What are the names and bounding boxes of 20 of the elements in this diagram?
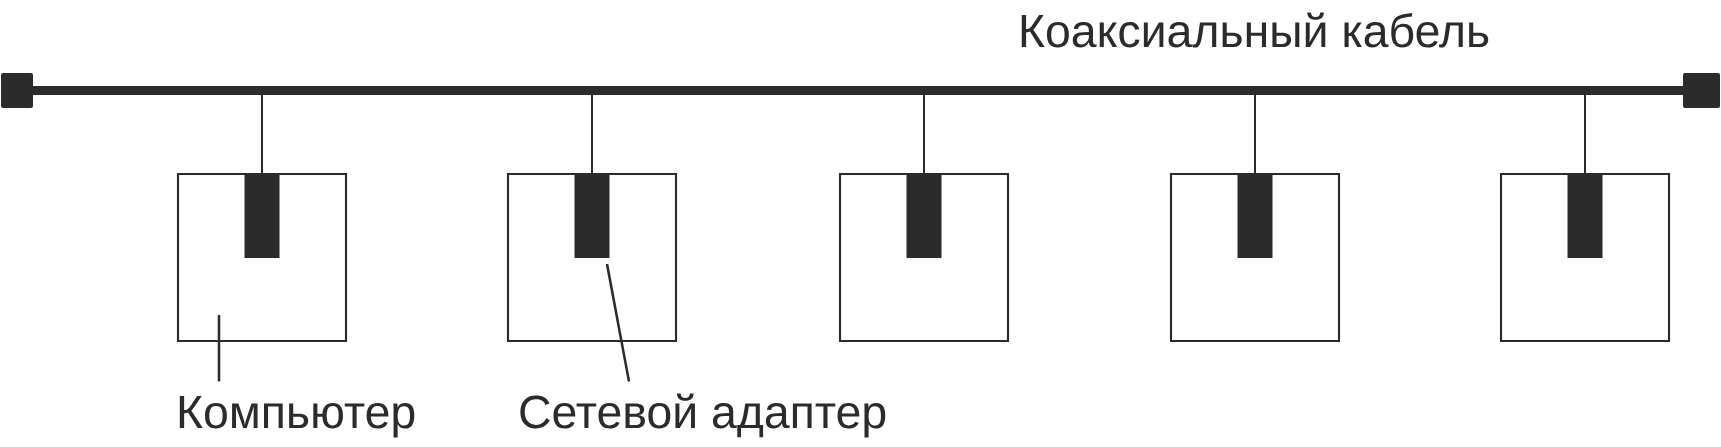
network-adapter [574, 174, 610, 258]
drop-cable [261, 94, 263, 175]
network-adapter [1237, 174, 1273, 258]
callout-label: Сетевой адаптер [520, 393, 886, 438]
cable-label: Коаксиальный кабель [1021, 12, 1489, 48]
coaxial-cable [33, 86, 1683, 95]
network-adapter [906, 174, 942, 258]
network-adapter [244, 174, 280, 258]
drop-cable [923, 94, 925, 175]
computer-box [1169, 172, 1341, 343]
drop-cable [1254, 94, 1256, 175]
callout-label: Компьютер [179, 396, 415, 438]
drop-cable [1584, 94, 1586, 175]
leader-line [605, 263, 631, 382]
network-adapter [1567, 174, 1603, 258]
computer-box [1499, 172, 1671, 343]
computer-box [838, 172, 1010, 343]
leader-line [217, 315, 221, 382]
drop-cable [591, 94, 593, 175]
computer-box [176, 172, 348, 343]
